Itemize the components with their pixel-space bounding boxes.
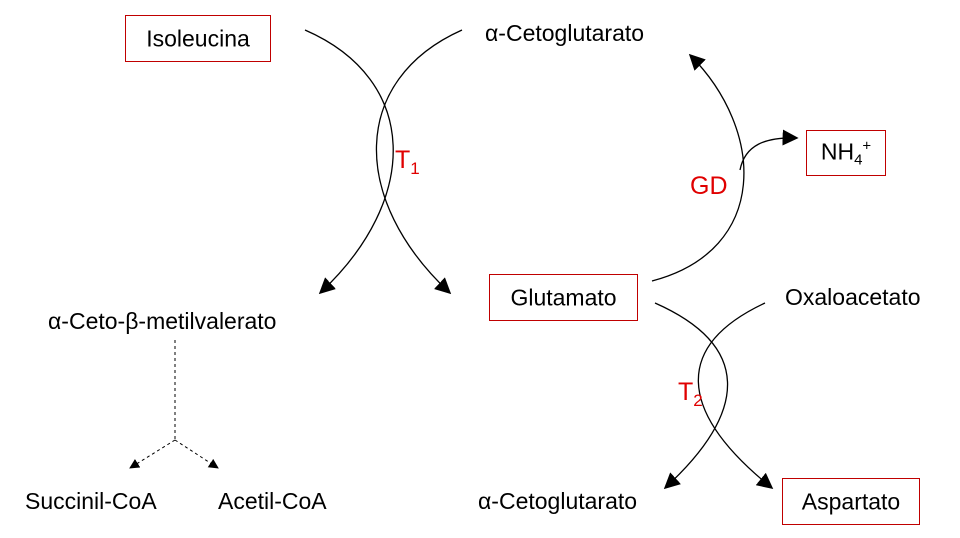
succinil-label: Succinil-CoA — [25, 488, 157, 514]
aspartato-box: Aspartato — [782, 478, 920, 525]
nh4-branch-arrow — [739, 129, 799, 171]
isoleucina-box: Isoleucina — [125, 15, 271, 62]
t2-subscript: 2 — [693, 391, 703, 410]
gd-arc-arrow — [651, 53, 745, 282]
t2-arc-right-arrow — [697, 302, 774, 490]
ketoacid-label: α-Ceto-β-metilvalerato — [48, 308, 277, 334]
nh4-base: NH — [820, 138, 855, 165]
nh4-label: NH4+ — [807, 139, 885, 168]
t2-arc-left-arrow — [654, 302, 729, 490]
t2-enzyme-label: T2 — [678, 378, 703, 410]
nh4-box: NH4+ — [806, 130, 886, 176]
t1-subscript: 1 — [410, 159, 420, 178]
akg-bottom-label: α-Cetoglutarato — [478, 488, 638, 514]
t2-letter: T — [678, 378, 694, 406]
t1-letter: T — [395, 146, 411, 174]
glutamato-label: Glutamato — [510, 284, 617, 310]
akg-top-label: α-Cetoglutarato — [485, 20, 645, 46]
nh4-superscript: + — [862, 137, 872, 155]
dashed-branch-succinil — [129, 439, 176, 469]
nh4-subscript: 4 — [854, 151, 863, 169]
dashed-branch-acetil — [174, 439, 219, 469]
isoleucina-label: Isoleucina — [146, 25, 250, 51]
glutamato-box: Glutamato — [489, 274, 638, 321]
t1-enzyme-label: T1 — [395, 146, 420, 178]
oxaloacetato-label: Oxaloacetato — [785, 284, 921, 310]
t1-arc-right-arrow — [375, 29, 463, 295]
aspartato-label: Aspartato — [801, 488, 901, 514]
t1-arc-left-arrow — [304, 29, 394, 295]
gd-enzyme-label: GD — [690, 172, 728, 200]
acetil-label: Acetil-CoA — [218, 488, 327, 514]
